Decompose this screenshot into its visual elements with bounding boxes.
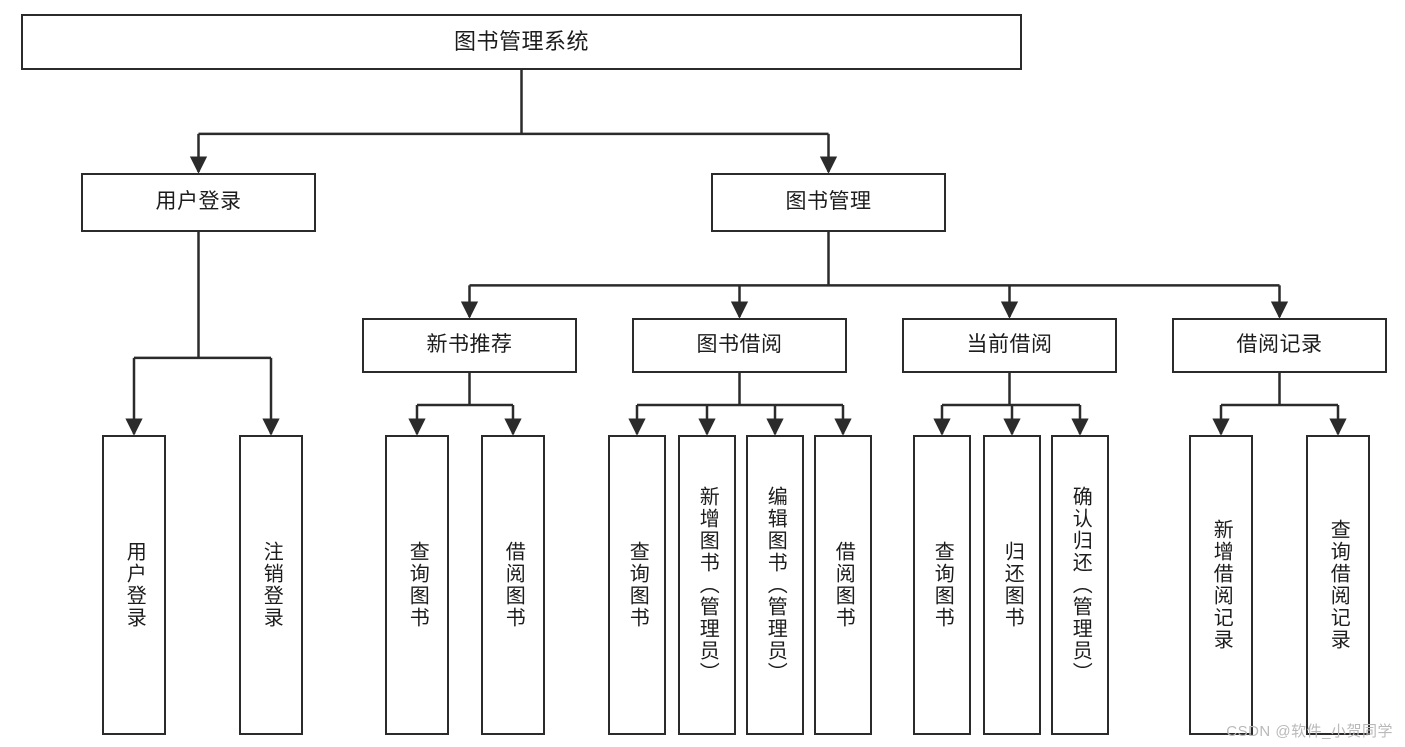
node-leaf-confirm-return-admin[interactable]: 确认归还（管理员） (1051, 435, 1109, 735)
node-label-root: 图书管理系统 (453, 29, 589, 55)
node-label-leaf-query-book-borrow: 查询图书 (626, 541, 649, 629)
node-borrow-record[interactable]: 借阅记录 (1172, 318, 1387, 373)
node-label-leaf-add-borrow-record: 新增借阅记录 (1210, 519, 1233, 651)
node-label-current-borrow: 当前借阅 (966, 333, 1053, 357)
node-label-leaf-query-borrow-record: 查询借阅记录 (1327, 519, 1350, 651)
node-user-login[interactable]: 用户登录 (81, 173, 316, 232)
node-label-leaf-user-login: 用户登录 (123, 541, 146, 629)
node-leaf-borrow-book[interactable]: 借阅图书 (814, 435, 872, 735)
connector-group (125, 70, 1347, 436)
node-label-leaf-borrow-book: 借阅图书 (832, 541, 855, 629)
node-new-book-recommend[interactable]: 新书推荐 (362, 318, 577, 373)
node-leaf-borrow-book-rec[interactable]: 借阅图书 (481, 435, 545, 735)
node-leaf-query-book-rec[interactable]: 查询图书 (385, 435, 449, 735)
node-label-leaf-borrow-book-rec: 借阅图书 (502, 541, 525, 629)
node-label-leaf-query-book-rec: 查询图书 (406, 541, 429, 629)
node-label-leaf-confirm-return-admin: 确认归还（管理员） (1069, 486, 1092, 684)
node-label-book-borrow: 图书借阅 (696, 333, 783, 357)
node-label-leaf-logout: 注销登录 (260, 541, 283, 629)
node-label-leaf-add-book-admin: 新增图书（管理员） (696, 486, 719, 684)
node-leaf-return-book[interactable]: 归还图书 (983, 435, 1041, 735)
node-label-user-login: 用户登录 (155, 190, 242, 214)
node-leaf-add-book-admin[interactable]: 新增图书（管理员） (678, 435, 736, 735)
node-current-borrow[interactable]: 当前借阅 (902, 318, 1117, 373)
node-leaf-query-book-borrow[interactable]: 查询图书 (608, 435, 666, 735)
node-label-leaf-return-book: 归还图书 (1001, 541, 1024, 629)
node-root[interactable]: 图书管理系统 (21, 14, 1022, 70)
node-label-leaf-query-book-current: 查询图书 (931, 541, 954, 629)
node-label-leaf-edit-book-admin: 编辑图书（管理员） (764, 486, 787, 684)
node-leaf-edit-book-admin[interactable]: 编辑图书（管理员） (746, 435, 804, 735)
node-leaf-add-borrow-record[interactable]: 新增借阅记录 (1189, 435, 1253, 735)
node-book-borrow[interactable]: 图书借阅 (632, 318, 847, 373)
node-book-manage[interactable]: 图书管理 (711, 173, 946, 232)
node-leaf-user-login[interactable]: 用户登录 (102, 435, 166, 735)
node-label-book-manage: 图书管理 (785, 190, 872, 214)
node-leaf-logout[interactable]: 注销登录 (239, 435, 303, 735)
node-leaf-query-book-current[interactable]: 查询图书 (913, 435, 971, 735)
node-label-new-book-recommend: 新书推荐 (426, 333, 513, 357)
node-leaf-query-borrow-record[interactable]: 查询借阅记录 (1306, 435, 1370, 735)
node-label-borrow-record: 借阅记录 (1236, 333, 1323, 357)
